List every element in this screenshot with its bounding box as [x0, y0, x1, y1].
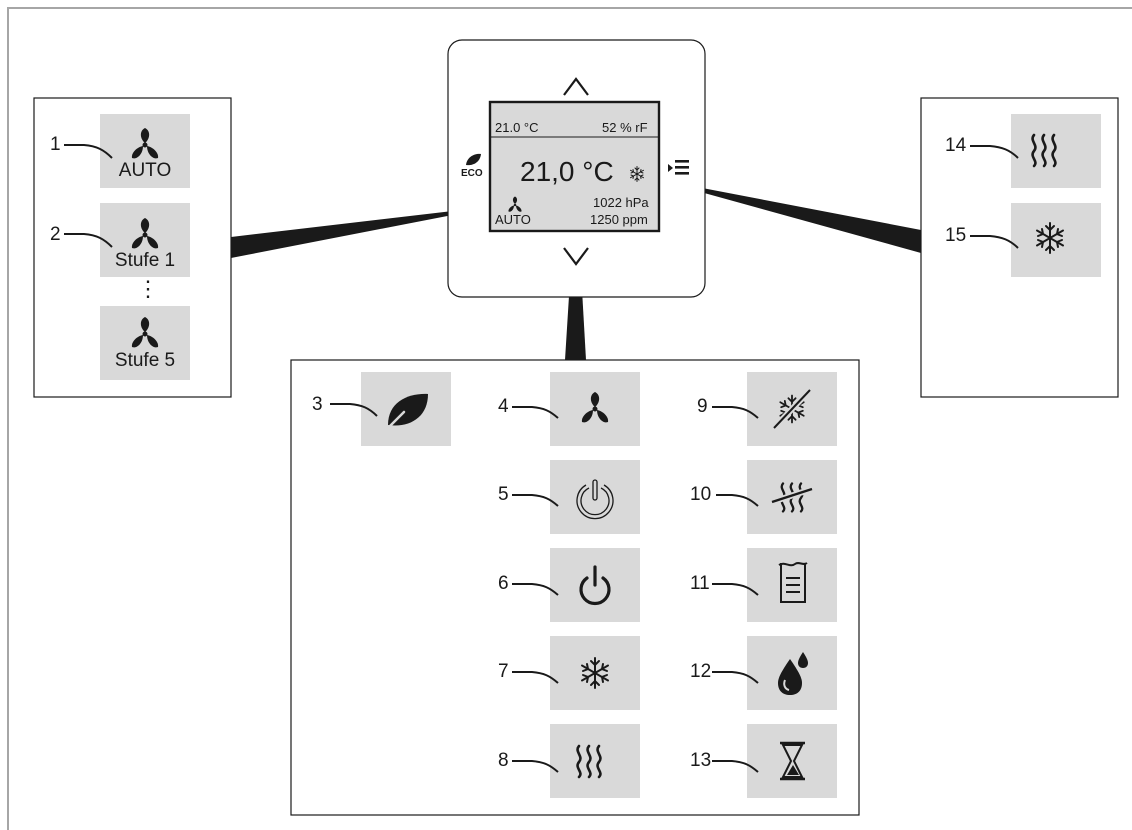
icon-box-15 [1011, 203, 1101, 277]
eco-label: ECO [461, 168, 483, 179]
callout-3: 3 [312, 394, 323, 415]
connector-right [650, 178, 921, 253]
callout-7: 7 [498, 661, 509, 682]
display-temp-big: 21,0 °C [520, 156, 614, 187]
display-co2: 1250 ppm [590, 212, 648, 227]
arrow-up-icon [563, 77, 589, 96]
dew-point-icon [778, 652, 808, 695]
icon-box-2 [100, 203, 190, 277]
power-outline-icon [576, 479, 614, 520]
eco-leaf-icon [466, 153, 481, 166]
cooling-off-icon [771, 387, 813, 431]
callout-15: 15 [945, 225, 967, 246]
leader-15 [970, 235, 1019, 249]
hourglass-icon [780, 741, 805, 781]
leader-14 [970, 145, 1019, 159]
callout-14: 14 [945, 135, 967, 156]
icon-box-5 [550, 460, 640, 534]
callout-11: 11 [690, 573, 710, 594]
callout-5: 5 [498, 484, 509, 505]
arrow-down-icon [563, 247, 589, 266]
display-fan-mode: AUTO [495, 212, 531, 227]
icon-box-8 [550, 724, 640, 798]
callout-9: 9 [697, 396, 708, 417]
callout-1: 1 [50, 134, 61, 155]
connector-left [231, 205, 504, 258]
leader-1 [64, 144, 113, 159]
leaf-icon [384, 393, 428, 432]
icon-box-14 [1011, 114, 1101, 188]
callout-10: 10 [690, 484, 712, 505]
icon-box-1 [100, 114, 190, 188]
heating-off-icon [771, 482, 813, 513]
callout-8: 8 [498, 750, 509, 771]
water-tank-icon [778, 562, 808, 603]
display-pressure: 1022 hPa [593, 195, 649, 210]
display-humidity: 52 % rF [602, 120, 648, 135]
callout-6: 6 [498, 573, 509, 594]
ellipsis: ⋮ [137, 276, 159, 301]
power-icon [579, 565, 611, 606]
display-temp-small: 21.0 °C [495, 120, 539, 135]
leader-2 [64, 233, 113, 248]
callout-2: 2 [50, 224, 61, 245]
leader-lines [330, 403, 759, 773]
label-stufe-5: Stufe 5 [114, 350, 176, 371]
menu-icon [668, 160, 689, 175]
label-auto: AUTO [118, 160, 172, 181]
callout-4: 4 [498, 396, 509, 417]
label-stufe-1: Stufe 1 [114, 250, 176, 271]
outer-frame [7, 7, 1132, 830]
callout-13: 13 [690, 750, 712, 771]
callout-12: 12 [690, 661, 712, 682]
